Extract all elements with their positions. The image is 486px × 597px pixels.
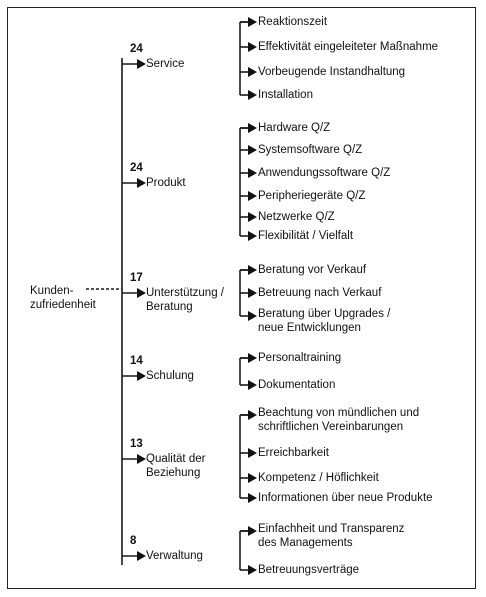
category-label-line1: Qualität der: [146, 453, 206, 465]
item-arrow-icon: [248, 288, 257, 298]
category-label: Service: [146, 57, 184, 71]
item-label: Beratung vor Verkauf: [258, 263, 366, 277]
item-label-line2: des Managements: [258, 537, 353, 549]
diagram-frame: [7, 7, 476, 589]
category-label: Schulung: [146, 369, 194, 383]
item-label: Vorbeugende Instandhaltung: [258, 65, 405, 79]
root-label-line2: zufriedenheit: [30, 299, 96, 311]
item-label: Kompetenz / Höflichkeit: [258, 471, 379, 485]
item-label-line1: Personaltraining: [258, 352, 342, 364]
category-weight: 24: [130, 43, 143, 55]
item-label-line2: schriftlichen Vereinbarungen: [258, 421, 404, 433]
item-arrow-icon: [248, 212, 257, 222]
item-arrow-icon: [248, 265, 257, 275]
item-label: Betreuung nach Verkauf: [258, 286, 381, 300]
item-label: Installation: [258, 88, 313, 102]
category-label: Unterstützung / Beratung: [146, 286, 224, 314]
item-label: Systemsoftware Q/Z: [258, 143, 362, 157]
category-label-line2: Beziehung: [146, 467, 201, 479]
category-arrow-icon: [137, 288, 146, 298]
item-label-line1: Netzwerke Q/Z: [258, 211, 335, 223]
item-label: Einfachheit und Transparenz des Managemen…: [258, 522, 404, 550]
item-label: Netzwerke Q/Z: [258, 210, 335, 224]
item-arrow-icon: [248, 90, 257, 100]
item-label-line1: Anwendungssoftware Q/Z: [258, 167, 391, 179]
category-label-line2: Beratung: [146, 301, 193, 313]
item-label: Beachtung von mündlichen und schriftliche…: [258, 406, 419, 434]
item-label: Peripheriegeräte Q/Z: [258, 189, 365, 203]
category-arrow-icon: [137, 551, 146, 561]
item-arrow-icon: [248, 473, 257, 483]
item-label-line1: Beratung vor Verkauf: [258, 264, 367, 276]
category-label-line1: Service: [146, 58, 185, 70]
item-arrow-icon: [248, 42, 257, 52]
category-arrow-icon: [137, 454, 146, 464]
category-label-line1: Verwaltung: [146, 550, 203, 562]
item-label: Flexibilität / Vielfalt: [258, 229, 353, 243]
item-label-line1: Hardware Q/Z: [258, 122, 331, 134]
category-weight: 24: [130, 162, 143, 174]
item-arrow-icon: [248, 380, 257, 390]
item-label: Reaktionszeit: [258, 15, 327, 29]
item-arrow-icon: [248, 168, 257, 178]
item-arrow-icon: [248, 448, 257, 458]
item-label-line1: Einfachheit und Transparenz: [258, 523, 405, 535]
item-label: Informationen über neue Produkte: [258, 491, 433, 505]
category-weight: 17: [130, 272, 143, 284]
item-label: Anwendungssoftware Q/Z: [258, 166, 390, 180]
root-label-line1: Kunden-: [30, 285, 74, 297]
item-arrow-icon: [248, 565, 257, 575]
item-label-line1: Systemsoftware Q/Z: [258, 144, 363, 156]
item-label-line1: Erreichbarkeit: [258, 447, 329, 459]
item-label: Personaltraining: [258, 351, 341, 365]
item-label-line1: Flexibilität / Vielfalt: [258, 230, 354, 242]
category-label: Verwaltung: [146, 549, 203, 563]
item-arrow-icon: [248, 145, 257, 155]
item-label-line1: Reaktionszeit: [258, 16, 328, 28]
item-label-line1: Beachtung von mündlichen und: [258, 407, 420, 419]
item-arrow-icon: [248, 493, 257, 503]
item-label-line2: neue Entwicklungen: [258, 322, 361, 334]
category-weight: 14: [130, 355, 143, 367]
item-label-line1: Installation: [258, 89, 313, 101]
category-arrow-icon: [137, 59, 146, 69]
item-arrow-icon: [248, 67, 257, 77]
category-arrow-icon: [137, 371, 146, 381]
item-label-line1: Dokumentation: [258, 379, 336, 391]
item-arrow-icon: [248, 231, 257, 241]
item-label: Dokumentation: [258, 378, 335, 392]
item-label-line1: Peripheriegeräte Q/Z: [258, 190, 366, 202]
item-arrow-icon: [248, 526, 257, 536]
item-label-line1: Beratung über Upgrades /: [258, 308, 391, 320]
root-node: Kunden- zufriedenheit: [30, 284, 96, 312]
category-label-line1: Schulung: [146, 370, 194, 382]
item-label: Beratung über Upgrades / neue Entwicklung…: [258, 307, 390, 335]
item-label: Erreichbarkeit: [258, 446, 329, 460]
item-arrow-icon: [248, 123, 257, 133]
item-arrow-icon: [248, 353, 257, 363]
category-weight: 8: [130, 535, 137, 547]
category-label: Produkt: [146, 176, 186, 190]
item-label-line1: Vorbeugende Instandhaltung: [258, 66, 406, 78]
item-arrow-icon: [248, 17, 257, 27]
category-label-line1: Produkt: [146, 177, 186, 189]
item-arrow-icon: [248, 311, 257, 321]
item-label-line1: Kompetenz / Höflichkeit: [258, 472, 379, 484]
item-label: Effektivität eingeleiteter Maßnahme: [258, 40, 438, 54]
item-label-line1: Betreuungsverträge: [258, 564, 360, 576]
item-label: Betreuungsverträge: [258, 563, 359, 577]
item-label-line1: Informationen über neue Produkte: [258, 492, 433, 504]
item-arrow-icon: [248, 191, 257, 201]
item-label: Hardware Q/Z: [258, 121, 330, 135]
category-arrow-icon: [137, 178, 146, 188]
item-label-line1: Betreuung nach Verkauf: [258, 287, 382, 299]
category-weight: 13: [130, 438, 143, 450]
category-label-line1: Unterstützung /: [146, 287, 224, 299]
item-arrow-icon: [248, 410, 257, 420]
item-label-line1: Effektivität eingeleiteter Maßnahme: [258, 41, 439, 53]
